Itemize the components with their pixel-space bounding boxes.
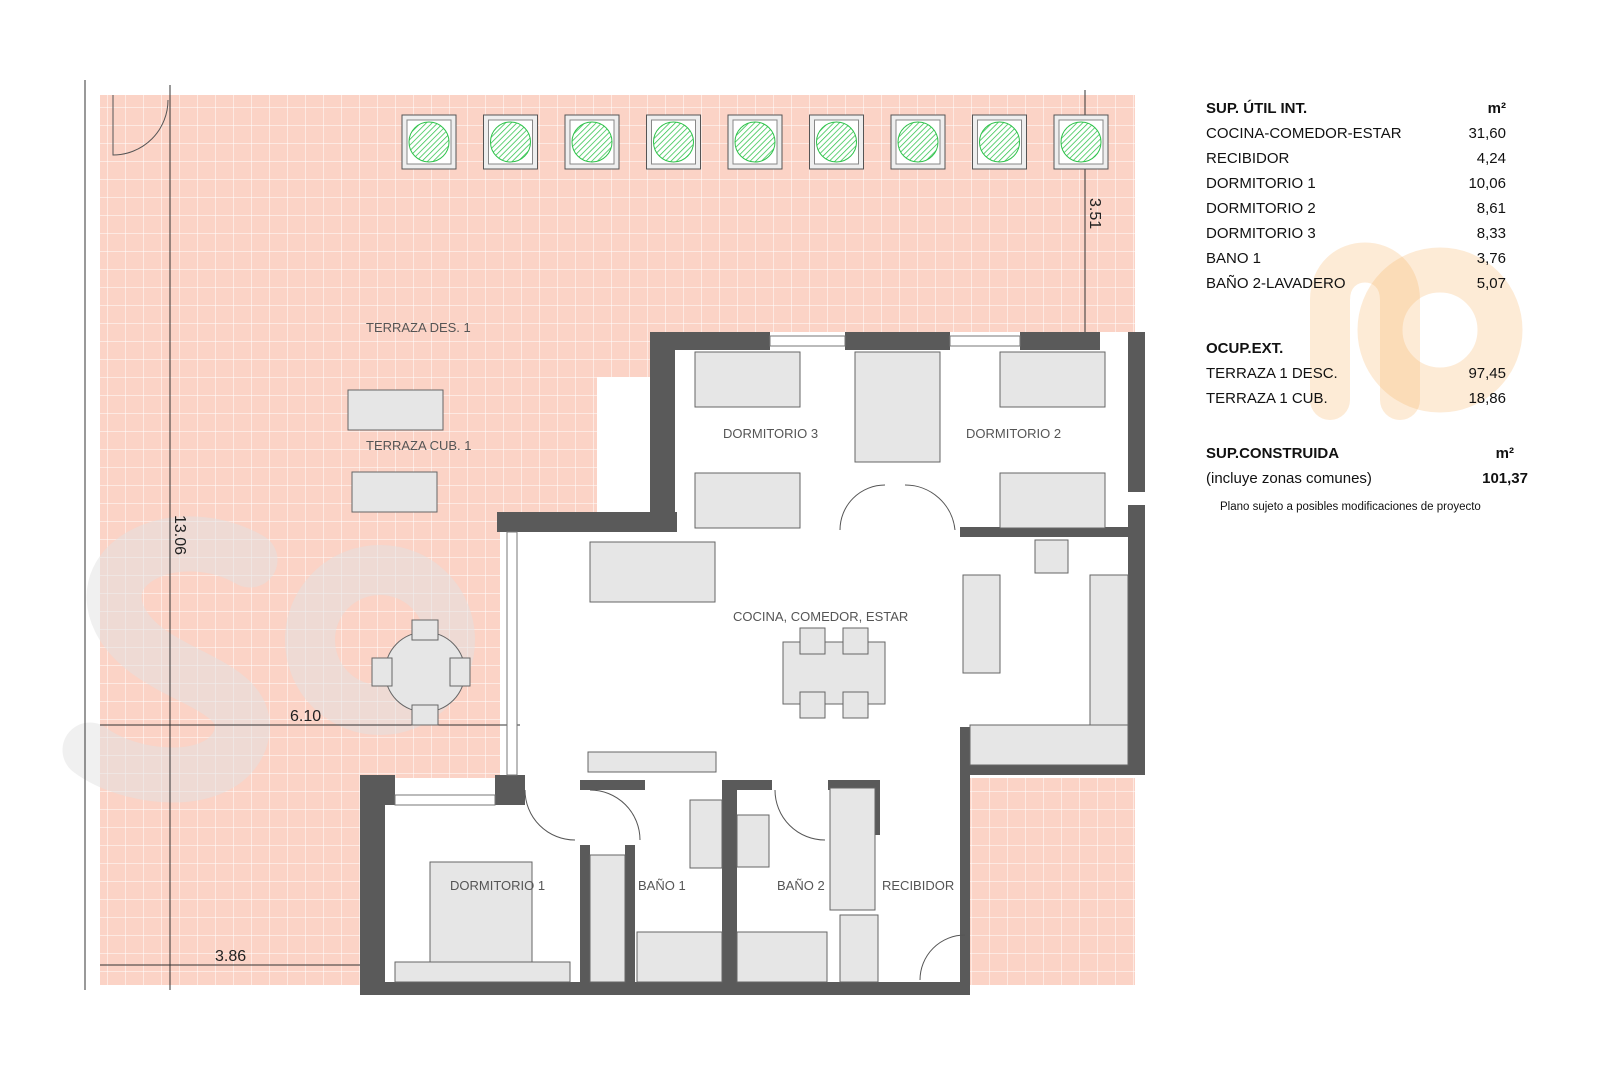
windows [394,335,1021,806]
legend-room-name: DORMITORIO 1 [1206,175,1316,192]
legend-row: TERRAZA 1 CUB. 18,86 [1206,386,1536,411]
dim-bottom-width: 3.86 [215,948,246,965]
legend-room-area: 5,07 [1476,275,1506,292]
built-note: (incluye zonas comunes) [1206,470,1372,487]
sink1 [689,799,723,869]
bed-dorm2-top [999,351,1106,408]
plant-icon [408,121,450,163]
plant-icon [734,121,776,163]
legend-room-area: 31,60 [1468,125,1506,142]
planter [564,114,620,170]
dresser [394,961,571,983]
label-bano-1: BAÑO 1 [638,878,686,893]
bed-dorm3-top [694,351,801,408]
dining-table [782,641,886,705]
planter [483,114,538,170]
legend-room-area: 18,86 [1468,390,1506,407]
disclaimer: Plano sujeto a posibles modificaciones d… [1220,501,1481,513]
wardrobe [854,351,941,463]
area-legend: SUP. ÚTIL INT. m² COCINA-COMEDOR-ESTAR 31,… [1206,96,1536,513]
kitchen-counter [962,574,1001,674]
plant-icon [979,121,1020,163]
built-header: SUP.CONSTRUIDA [1206,445,1340,462]
unit: m² [1487,100,1506,117]
legend-room-area: 4,24 [1476,150,1506,167]
bed-dorm3-bottom [694,472,801,529]
planters [401,114,1109,170]
legend-room-area: 8,33 [1476,225,1506,242]
walls [360,332,1145,995]
legend-row: DORMITORIO 2 8,61 [1206,196,1536,221]
legend-room-name: BAÑO 2-LAVADERO [1206,275,1346,292]
label-dormitorio-2: DORMITORIO 2 [966,426,1061,441]
doors [112,95,966,981]
tv-unit [587,751,717,773]
legend-row: BAÑO 2-LAVADERO 5,07 [1206,271,1536,296]
planter [809,114,864,170]
planter [1053,114,1109,170]
planter [401,114,457,170]
legend-row: RECIBIDOR 4,24 [1206,146,1536,171]
washer-column [829,787,876,911]
kitchen-counter-bottom [969,724,1129,766]
legend-row: BANO 1 3,76 [1206,246,1536,271]
plant-icon [897,121,939,163]
legend-row: COCINA-COMEDOR-ESTAR 31,60 [1206,121,1536,146]
dim-mid-width: 6.10 [290,708,321,725]
apartment-floor [362,332,1145,995]
plant-icon [571,121,613,163]
sofa [589,541,716,603]
legend-room-name: RECIBIDOR [1206,150,1290,167]
plant-icon [490,121,531,163]
built-value: 101,37 [1482,470,1528,487]
watermark-logo [62,242,1523,803]
bed-dorm2-bottom [999,472,1106,529]
plant-icon [653,121,694,163]
outdoor-sofa [347,389,444,431]
shower2 [736,931,828,983]
legend-room-name: BANO 1 [1206,250,1262,267]
legend-room-area: 97,45 [1468,365,1506,382]
label-terraza-des: TERRAZA DES. 1 [366,320,471,335]
legend-room-name: TERRAZA 1 DESC. [1206,365,1338,382]
dim-total-height: 13.06 [171,515,188,555]
label-terraza-cub: TERRAZA CUB. 1 [366,438,471,453]
cooktop [1034,539,1069,574]
dimension-lines [84,80,1086,990]
planter [727,114,783,170]
furniture [347,351,1129,983]
planter [890,114,946,170]
shower1 [636,931,723,983]
label-cocina: COCINA, COMEDOR, ESTAR [733,609,908,624]
label-bano-2: BAÑO 2 [777,878,825,893]
planter [972,114,1027,170]
sink2 [736,814,770,868]
legend-room-name: DORMITORIO 3 [1206,225,1316,242]
dim-top-right: 3.51 [1086,198,1103,229]
legend-room-name: TERRAZA 1 CUB. [1206,390,1328,407]
legend-row: DORMITORIO 1 10,06 [1206,171,1536,196]
legend-room-name: COCINA-COMEDOR-ESTAR [1206,125,1402,142]
label-dormitorio-1: DORMITORIO 1 [450,878,545,893]
plant-icon [1060,121,1102,163]
built-unit: m² [1495,445,1514,462]
legend-row: DORMITORIO 3 8,33 [1206,221,1536,246]
exterior-header: OCUP.EXT. [1206,340,1284,357]
kitchen-counter-right [1089,574,1129,726]
legend-room-area: 3,76 [1476,250,1506,267]
legend-row: TERRAZA 1 DESC. 97,45 [1206,361,1536,386]
planter [646,114,701,170]
plant-icon [816,121,857,163]
outdoor-table [351,471,438,513]
interior-header: SUP. ÚTIL INT. [1206,100,1308,117]
legend-room-area: 8,61 [1476,200,1506,217]
legend-room-area: 10,06 [1468,175,1506,192]
label-recibidor: RECIBIDOR [882,878,954,893]
legend-room-name: DORMITORIO 2 [1206,200,1316,217]
label-dormitorio-3: DORMITORIO 3 [723,426,818,441]
